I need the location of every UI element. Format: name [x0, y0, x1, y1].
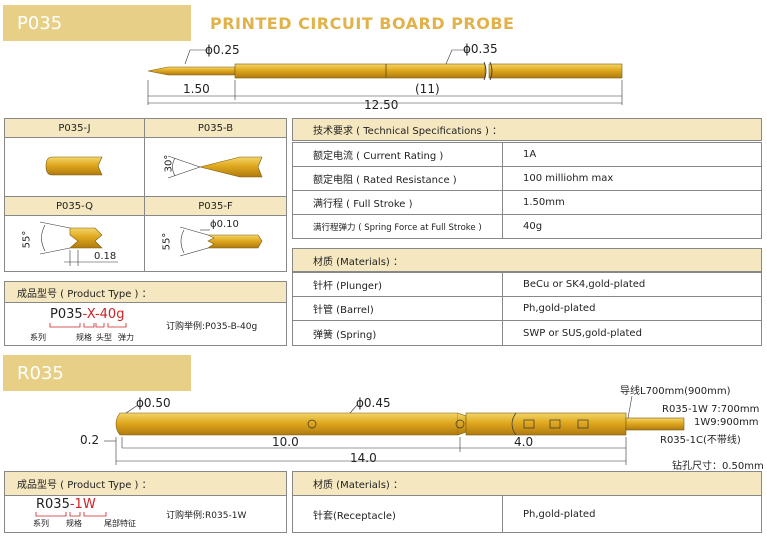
spec-val-force: 40g	[502, 214, 762, 239]
r035-part-series: 系列	[33, 519, 49, 528]
r035-dim-l3: 4.0	[514, 435, 534, 449]
r035-dim-d2: ϕ0.45	[356, 396, 391, 410]
tip-name-j: P035-J	[58, 122, 91, 134]
p035-part-force: 弹力	[118, 333, 134, 342]
tip-drawings	[39, 155, 263, 266]
tip-name-b: P035-B	[197, 122, 234, 134]
mat-val-spring: SWP or SUS,gold-plated	[502, 320, 762, 346]
r035-product-type-label: 成品型号 ( Product Type ) ：	[17, 480, 152, 491]
p035-dim-d2: ϕ0.35	[463, 42, 498, 56]
r035-part-spec: 规格	[66, 519, 82, 528]
r035-note-3: R035-1C(不带线)	[660, 435, 741, 446]
tip-f-dim: ϕ0.10	[210, 219, 239, 230]
mat-key-receptacle: 针套(Receptacle)	[292, 495, 503, 533]
r035-dim-l4: 14.0	[350, 451, 377, 465]
p035-code-series: P035	[50, 307, 83, 322]
r035-tag-text: R035	[17, 362, 64, 384]
p035-product-type-label: 成品型号 ( Product Type ) ：	[17, 288, 152, 300]
mat-key-spring: 弹簧 (Spring)	[292, 320, 503, 346]
r035-dim-l2: 10.0	[272, 435, 299, 449]
p035-part-spec: 规格	[76, 333, 92, 342]
p035-materials-label: 材质 (Materials) ：	[313, 256, 403, 268]
r035-receptacle-drawing	[104, 395, 685, 465]
tip-q-dim: 0.18	[94, 251, 117, 262]
r035-note-1: R035-1W 7:700mm	[662, 404, 760, 415]
page-title: PRINTED CIRCUIT BOARD PROBE	[210, 14, 515, 33]
r035-code-brackets	[35, 512, 107, 517]
p035-tag: P035	[3, 5, 191, 41]
specs-header: 技术要求 ( Technical Specifications ) ：	[292, 118, 762, 141]
r035-code-rest: -1W	[69, 497, 96, 512]
r035-lead-note: 导线L700mm(900mm)	[620, 386, 731, 397]
spec-key-force: 满行程弹力 ( Spring Force at Full Stroke )	[292, 214, 503, 239]
r035-materials-header: 材质 (Materials) ：	[292, 471, 762, 496]
p035-probe-drawing	[147, 49, 623, 105]
p035-product-type-body	[4, 302, 287, 346]
spec-val-stroke: 1.50mm	[502, 190, 762, 215]
spec-key-current: 额定电流 ( Current Rating )	[292, 142, 503, 167]
r035-drill-note: 钻孔尺寸：0.50mm	[672, 461, 764, 472]
p035-dim-l3: 12.50	[364, 98, 399, 112]
r035-product-code: R035-1W	[36, 497, 96, 512]
p035-dim-l2: (11)	[415, 82, 440, 96]
spec-val-resistance: 100 milliohm max	[502, 166, 762, 191]
p035-part-series: 系列	[30, 333, 46, 342]
tip-cell-q	[4, 215, 145, 272]
p035-part-tip: 头型	[96, 333, 112, 342]
specs-header-label: 技术要求 ( Technical Specifications ) ：	[313, 126, 503, 137]
p035-materials-header: 材质 (Materials) ：	[292, 248, 762, 272]
r035-dim-l1: 0.2	[80, 433, 100, 447]
tip-cell-f	[144, 215, 287, 272]
r035-product-type-body	[4, 495, 287, 533]
p035-dim-l1: 1.50	[183, 82, 210, 96]
r035-part-tail: 尾部特征	[104, 519, 136, 528]
r035-code-series: R035	[36, 497, 70, 512]
tip-name-f: P035-F	[198, 200, 233, 212]
p035-dim-d1: ϕ0.25	[205, 43, 240, 57]
r035-order-example: 订购举例:R035-1W	[166, 511, 247, 521]
p035-tag-text: P035	[17, 12, 63, 34]
r035-materials-label: 材质 (Materials) ：	[313, 480, 403, 491]
r035-tag: R035	[3, 355, 191, 391]
p035-product-code: P035-X-40g	[50, 307, 124, 322]
p035-order-example: 订购举例:P035-B-40g	[166, 322, 258, 332]
r035-dim-d1: ϕ0.50	[136, 396, 171, 410]
r035-note-2: 1W9:900mm	[694, 417, 759, 428]
tip-name-q: P035-Q	[56, 200, 93, 212]
p035-code-brackets	[49, 323, 127, 328]
mat-key-plunger: 针杆 (Plunger)	[292, 272, 503, 297]
p035-code-rest: -X-40g	[82, 307, 125, 322]
mat-val-receptacle: Ph,gold-plated	[502, 495, 762, 533]
mat-key-barrel: 针管 (Barrel)	[292, 296, 503, 321]
